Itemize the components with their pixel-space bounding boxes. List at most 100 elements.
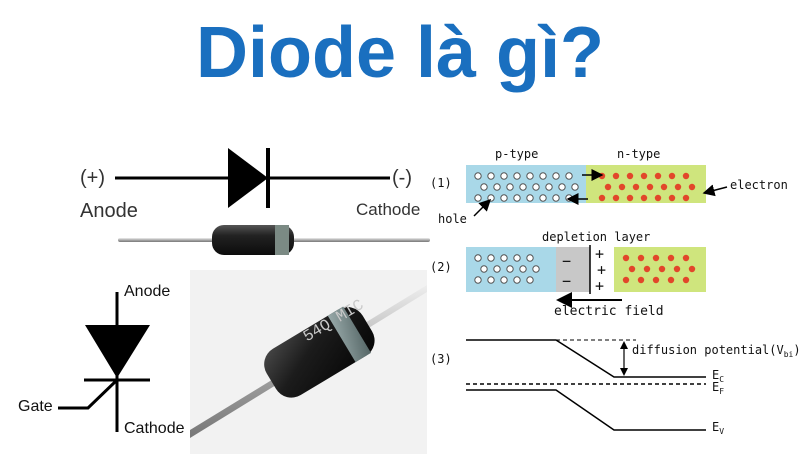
diffusion-potential-label: diffusion potential(Vbi) (632, 343, 800, 359)
diode-photo (190, 270, 427, 454)
cathode-band (275, 225, 289, 255)
electron-dot (618, 183, 626, 191)
pn-junction-1 (466, 165, 728, 217)
electron-dot (654, 172, 662, 180)
hole-dot (552, 194, 560, 202)
valence-band (466, 389, 706, 431)
electron-dot (688, 183, 696, 191)
hole-pointer (473, 198, 492, 217)
hole-dot (526, 254, 534, 262)
hole-dot (474, 276, 482, 284)
hole-label: hole (438, 212, 467, 226)
ev-label: EV (712, 420, 725, 436)
electron-dot (667, 276, 675, 284)
hole-dot (539, 194, 547, 202)
electron-dot (626, 172, 634, 180)
hole-dot (474, 194, 482, 202)
thyristor-symbol (58, 292, 150, 432)
hole-dot (500, 172, 508, 180)
electron-dot (682, 172, 690, 180)
electron-dot (674, 183, 682, 191)
holes-group (474, 172, 579, 202)
hole-dot (493, 183, 501, 191)
hole-dot (565, 194, 573, 202)
holes-group-2 (474, 254, 540, 284)
electron-dot (640, 194, 648, 202)
hole-dot (513, 194, 521, 202)
p-type-label: p-type (495, 147, 539, 161)
axial-diode-small (118, 225, 430, 255)
electron-dot (673, 265, 681, 273)
negative-ion-1: − (562, 252, 572, 270)
hole-dot (487, 276, 495, 284)
step-2-label: (2) (430, 260, 452, 274)
conduction-band (466, 339, 706, 378)
pn-junction-2 (466, 245, 706, 308)
electron-dot (668, 172, 676, 180)
positive-ion-1: + (595, 245, 605, 263)
cathode-label: Cathode (356, 200, 421, 219)
electrons-group-2 (622, 254, 696, 284)
electron-dot (632, 183, 640, 191)
hole-dot (565, 172, 573, 180)
electron-dot (682, 276, 690, 284)
electron-dot (667, 254, 675, 262)
hole-dot (487, 172, 495, 180)
hole-dot (493, 265, 501, 273)
hole-dot (513, 172, 521, 180)
hole-dot (513, 276, 521, 284)
cathode-polarity: (-) (392, 167, 412, 189)
electron-dot (652, 276, 660, 284)
hole-dot (526, 172, 534, 180)
electron-dot (612, 194, 620, 202)
ef-label: EF (712, 380, 725, 396)
thyristor-cathode-label: Cathode (124, 420, 185, 437)
gate-lead (58, 378, 119, 410)
electron-dot (688, 265, 696, 273)
hole-dot (539, 172, 547, 180)
electron-dot (652, 254, 660, 262)
electron-dot (598, 172, 606, 180)
electron-dot (626, 194, 634, 202)
electron-dot (612, 172, 620, 180)
thyristor-triangle (85, 325, 150, 378)
depletion-neg (556, 247, 590, 292)
electron-dot (668, 194, 676, 202)
electron-label: electron (730, 178, 788, 192)
electron-dot (622, 254, 630, 262)
positive-ion-3: + (595, 277, 605, 295)
page-title: Diode là gì? (195, 13, 605, 93)
hole-dot (532, 183, 540, 191)
hole-dot (500, 194, 508, 202)
electron-dot (637, 276, 645, 284)
hole-dot (480, 265, 488, 273)
electron-dot (637, 254, 645, 262)
step-3-label: (3) (430, 352, 452, 366)
hole-dot (474, 172, 482, 180)
hole-dot (500, 254, 508, 262)
electron-dot (622, 276, 630, 284)
hole-dot (532, 265, 540, 273)
hole-dot (487, 254, 495, 262)
anode-polarity: (+) (80, 167, 105, 189)
diode-symbol (115, 148, 390, 208)
thyristor-anode-label: Anode (124, 283, 171, 300)
depletion-layer-label: depletion layer (542, 230, 651, 244)
electron-pointer (702, 184, 728, 197)
electron-dot (646, 183, 654, 191)
n-type-label: n-type (617, 147, 661, 161)
hole-dot (506, 265, 514, 273)
hole-dot (513, 254, 521, 262)
electron-dot (640, 172, 648, 180)
hole-dot (519, 265, 527, 273)
electron-dot (660, 183, 668, 191)
positive-ion-2: + (597, 261, 607, 279)
electron-dot (598, 194, 606, 202)
band-diagram (466, 339, 706, 431)
hole-dot (506, 183, 514, 191)
thyristor-gate-label: Gate (18, 398, 53, 415)
electron-dot (643, 265, 651, 273)
hole-dot (558, 183, 566, 191)
diode-triangle (228, 148, 268, 208)
